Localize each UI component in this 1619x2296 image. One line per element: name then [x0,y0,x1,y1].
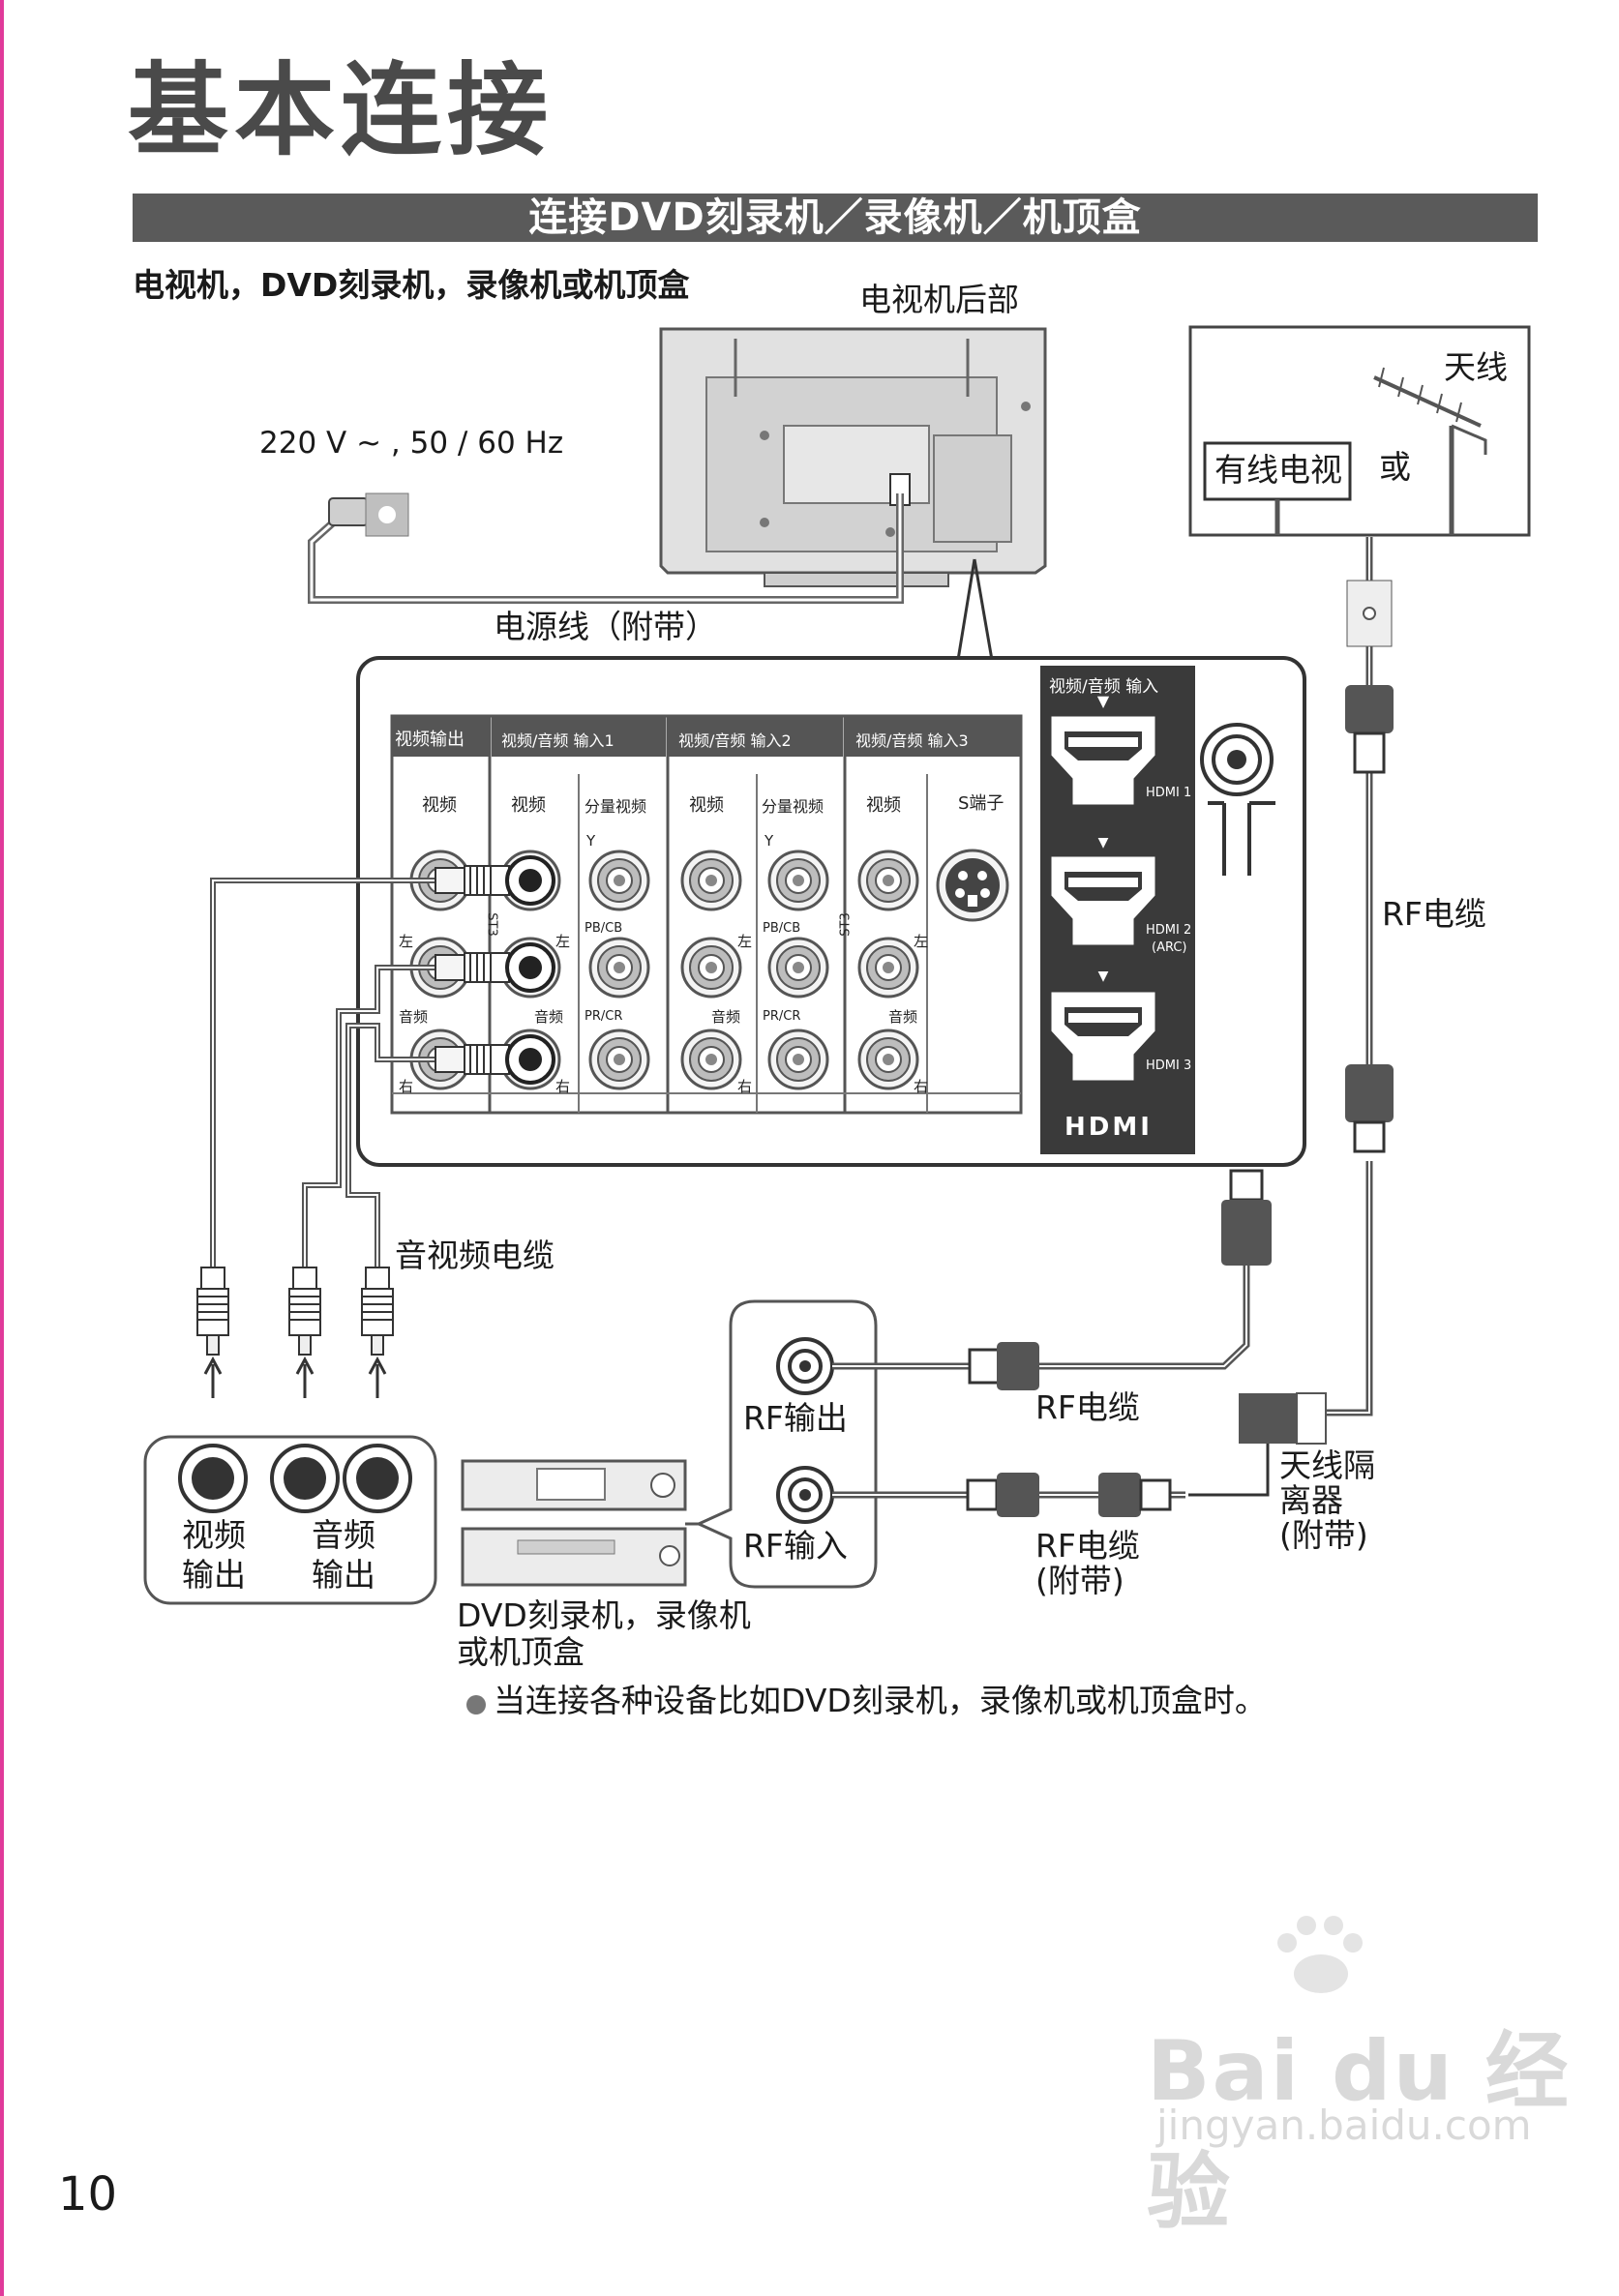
svg-text:▼: ▼ [1097,692,1110,710]
watermark-url: jingyan.baidu.com [1156,2102,1532,2149]
dvd-device-illustration [461,1459,723,1587]
connection-note: 当连接各种设备比如DVD刻录机，录像机或机顶盒时。 [494,1682,1267,1719]
cable-tv-label: 有线电视 [1214,451,1342,489]
av1-pb-label: PB/CB [585,921,623,936]
diagram-subtitle: 电视机，DVD刻录机，录像机或机顶盒 [133,266,690,304]
av3-video-label: 视频 [866,795,901,816]
av1-pr-label: PR/CR [585,1009,623,1024]
rf-cable-label-middle: RF电缆 [1035,1388,1140,1426]
page-title: 基本连接 [128,51,555,169]
rf-antenna-socket [1200,723,1275,876]
hdmi-header-label: 视频/音频 输入 [1049,677,1159,697]
av-cables [196,855,555,1398]
splitter-label-line2: 离器 [1279,1481,1343,1519]
hdmi2-label: HDMI 2 [1146,923,1192,938]
group-av1-label: 视频/音频 输入1 [501,731,615,750]
av-cable-label: 音视频电缆 [395,1237,555,1274]
svg-text:▼: ▼ [1098,969,1109,984]
av1-audio-label: 音频 [534,1008,564,1026]
av2-audio-label: 音频 [711,1008,741,1026]
note-bullet [466,1695,486,1715]
av3-audio-label: 音频 [888,1008,918,1026]
panel-jacks [409,849,1009,1090]
av2-component-label: 分量视频 [762,797,824,816]
rf-cable-label-right: RF电缆 [1382,895,1486,933]
audio-out-label-line1: 音频 [312,1516,375,1554]
av2-video-label: 视频 [689,795,724,816]
audio-out-label-line2: 输出 [312,1556,375,1594]
power-cable-label: 电源线（附带） [494,608,717,645]
rf-cables [832,537,1394,1517]
tv-connector-panel [356,656,1306,1167]
group-av2-label: 视频/音频 输入2 [678,731,792,750]
splitter-label-line1: 天线隔 [1279,1446,1375,1484]
av1-left-label: 左 [555,933,571,950]
tv-rear-illustration [659,327,1047,587]
av1-right-label: 右 [555,1078,571,1095]
splitter-label-line3: (附带) [1279,1516,1368,1554]
page-number: 10 [58,2167,118,2221]
rf-cable-included-line1: RF电缆 [1035,1527,1140,1565]
video-out-right-label: 右 [399,1078,414,1095]
antenna-box [1188,325,1531,537]
device-name-line2: 或机顶盒 [457,1633,585,1671]
video-out-label-line2: 输出 [182,1556,246,1594]
rf-out-label: RF输出 [743,1399,848,1437]
device-output-box [143,1435,437,1605]
device-name-line1: DVD刻录机，录像机 [457,1596,751,1634]
group-video-out-label: 视频输出 [395,730,465,750]
rf-io-box [695,1299,878,1589]
av3-right-label: 右 [914,1078,929,1095]
video-out-audio-label: 音频 [399,1008,429,1026]
hdmi1-label: HDMI 1 [1146,786,1192,800]
hdmi-logo: HDMI [1064,1113,1153,1142]
av1-y-label: Y [586,832,596,850]
antenna-label: 天线 [1444,348,1508,386]
section-title: 连接DVD刻录机／录像机／机顶盒 [528,195,1142,240]
page-margin-line [0,0,4,2296]
video-out-left-label: 左 [399,933,414,950]
power-spec-label: 220 V ~ , 50 / 60 Hz [259,426,564,461]
svg-text:▼: ▼ [1098,835,1109,850]
av1-component-label: 分量视频 [585,797,647,816]
hdmi2-arc-label: (ARC) [1152,940,1187,955]
tv-rear-label: 电视机后部 [859,281,1019,318]
rf-cable-included-line2: (附带) [1035,1562,1124,1599]
av3-s-terminal-label: S端子 [958,793,1004,814]
video-out-video-label: 视频 [422,795,457,816]
video-out-st3-label: ST3 [484,912,499,937]
av2-right-label: 右 [737,1078,753,1095]
group-av3-label: 视频/音频 输入3 [855,731,969,750]
av2-pr-label: PR/CR [763,1009,801,1024]
av2-pb-label: PB/CB [763,921,801,936]
av1-video-label: 视频 [511,795,546,816]
hdmi3-label: HDMI 3 [1146,1059,1192,1073]
rf-in-label: RF输入 [743,1527,848,1565]
power-cord [308,492,904,604]
video-out-label-line1: 视频 [182,1516,246,1554]
section-header-bar: 连接DVD刻录机／录像机／机顶盒 [133,194,1538,242]
av3-left-label: 左 [914,933,929,950]
av2-left-label: 左 [737,933,753,950]
av3-st3-label: ST3 [838,912,854,937]
or-label: 或 [1379,448,1411,486]
av2-y-label: Y [765,832,774,850]
watermark-paw [1277,1916,1363,1993]
hdmi-ports: ▼ ▼ ▼ [1051,692,1155,1081]
watermark-logo: Bai du 经验 [1147,2023,1571,2241]
